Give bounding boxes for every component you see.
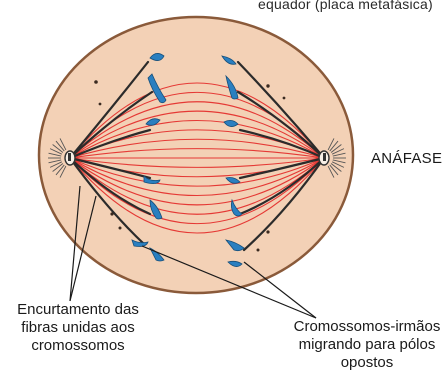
callout-line-3: opostos xyxy=(287,354,447,372)
callout-line-2: migrando para pólos xyxy=(287,336,447,354)
callout-line-2: fibras unidas aos xyxy=(4,319,152,337)
equator-label: equador (placa metafásica) xyxy=(258,0,433,12)
callout-line-1: Encurtamento das xyxy=(4,301,152,319)
fiber-shortening-callout: Encurtamento das fibras unidas aos cromo… xyxy=(4,301,152,355)
sister-chromatids-callout: Cromossomos-irmãos migrando para pólos o… xyxy=(287,318,447,372)
callout-line-1: Cromossomos-irmãos xyxy=(287,318,447,336)
phase-title: ANÁFASE xyxy=(371,150,442,167)
callout-line-3: cromossomos xyxy=(4,337,152,355)
